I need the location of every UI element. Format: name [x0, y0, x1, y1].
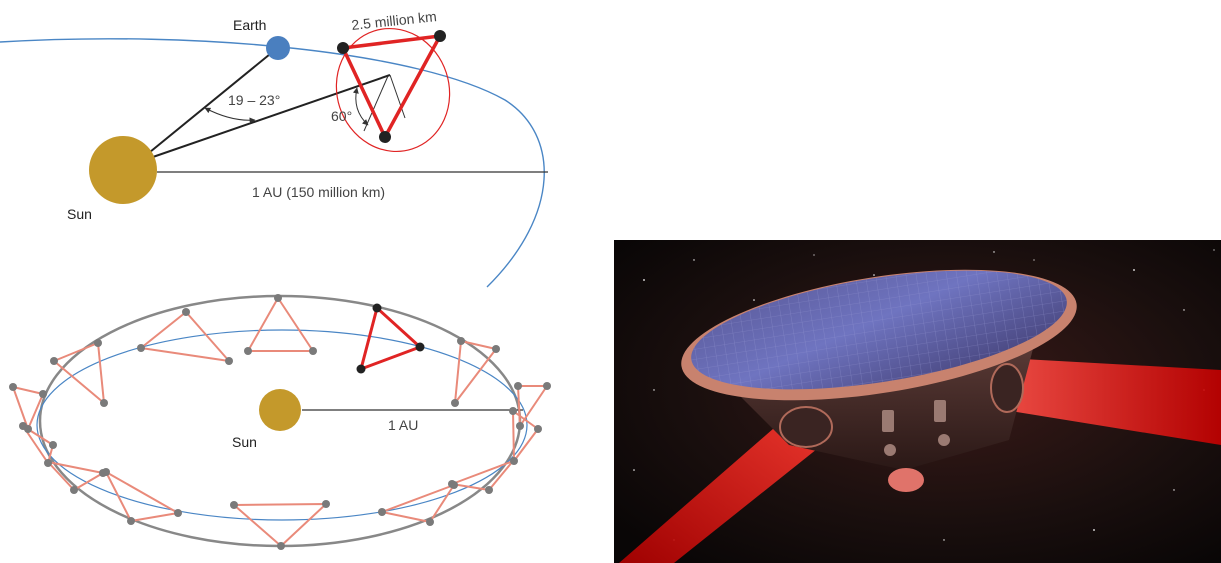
distance-label: 1 AU (150 million km)	[252, 184, 385, 200]
solar-panel-grid	[691, 270, 1067, 390]
sun-icon	[89, 136, 157, 204]
telescope-port-right	[990, 363, 1024, 413]
sun-label: Sun	[67, 206, 92, 222]
sun-earth-line	[149, 49, 276, 153]
earth-orbit-arc	[0, 38, 545, 288]
tilt-angle-label: 60°	[331, 108, 352, 124]
earth-orbit	[36, 329, 528, 521]
orbit-diagram: Earth Sun 2.5 million km 19 – 23° 60° 1 …	[0, 8, 551, 550]
laser-beam-left	[619, 415, 822, 563]
trailing-angle-label: 19 – 23°	[228, 92, 280, 108]
active-constellation-triangle	[359, 306, 422, 371]
spacecraft-node	[337, 42, 349, 54]
bottom-sun-label: Sun	[232, 434, 257, 450]
spacecraft-node	[415, 342, 425, 352]
constellation-nodes	[9, 294, 551, 550]
spacecraft-node	[372, 303, 382, 313]
bottom-distance-label: 1 AU	[388, 417, 418, 433]
trailing-angle-arc	[204, 107, 256, 124]
spacecraft-illustration	[614, 240, 1221, 563]
constellation-ellipse	[335, 27, 451, 153]
earth-label: Earth	[233, 17, 266, 33]
thruster-dome	[888, 468, 924, 492]
spacecraft-node	[356, 364, 366, 374]
arm-length-label: 2.5 million km	[351, 8, 438, 33]
telescope-port-left	[779, 406, 833, 448]
tilt-normal-line	[389, 74, 406, 119]
constellation-path	[12, 297, 548, 547]
sun-icon	[259, 389, 301, 431]
instrument-cluster	[882, 400, 950, 456]
tilt-angle-arc	[352, 87, 369, 126]
constellation-triangle	[341, 34, 442, 139]
sun-constellation-line	[149, 74, 391, 159]
earth-icon	[266, 36, 290, 60]
top-diagram: Earth Sun 2.5 million km 19 – 23° 60° 1 …	[0, 8, 548, 288]
laser-beam-right	[1004, 358, 1221, 445]
bottom-diagram: Sun 1 AU	[9, 294, 551, 550]
spacecraft-node	[379, 131, 391, 143]
spacecraft-node	[434, 30, 446, 42]
